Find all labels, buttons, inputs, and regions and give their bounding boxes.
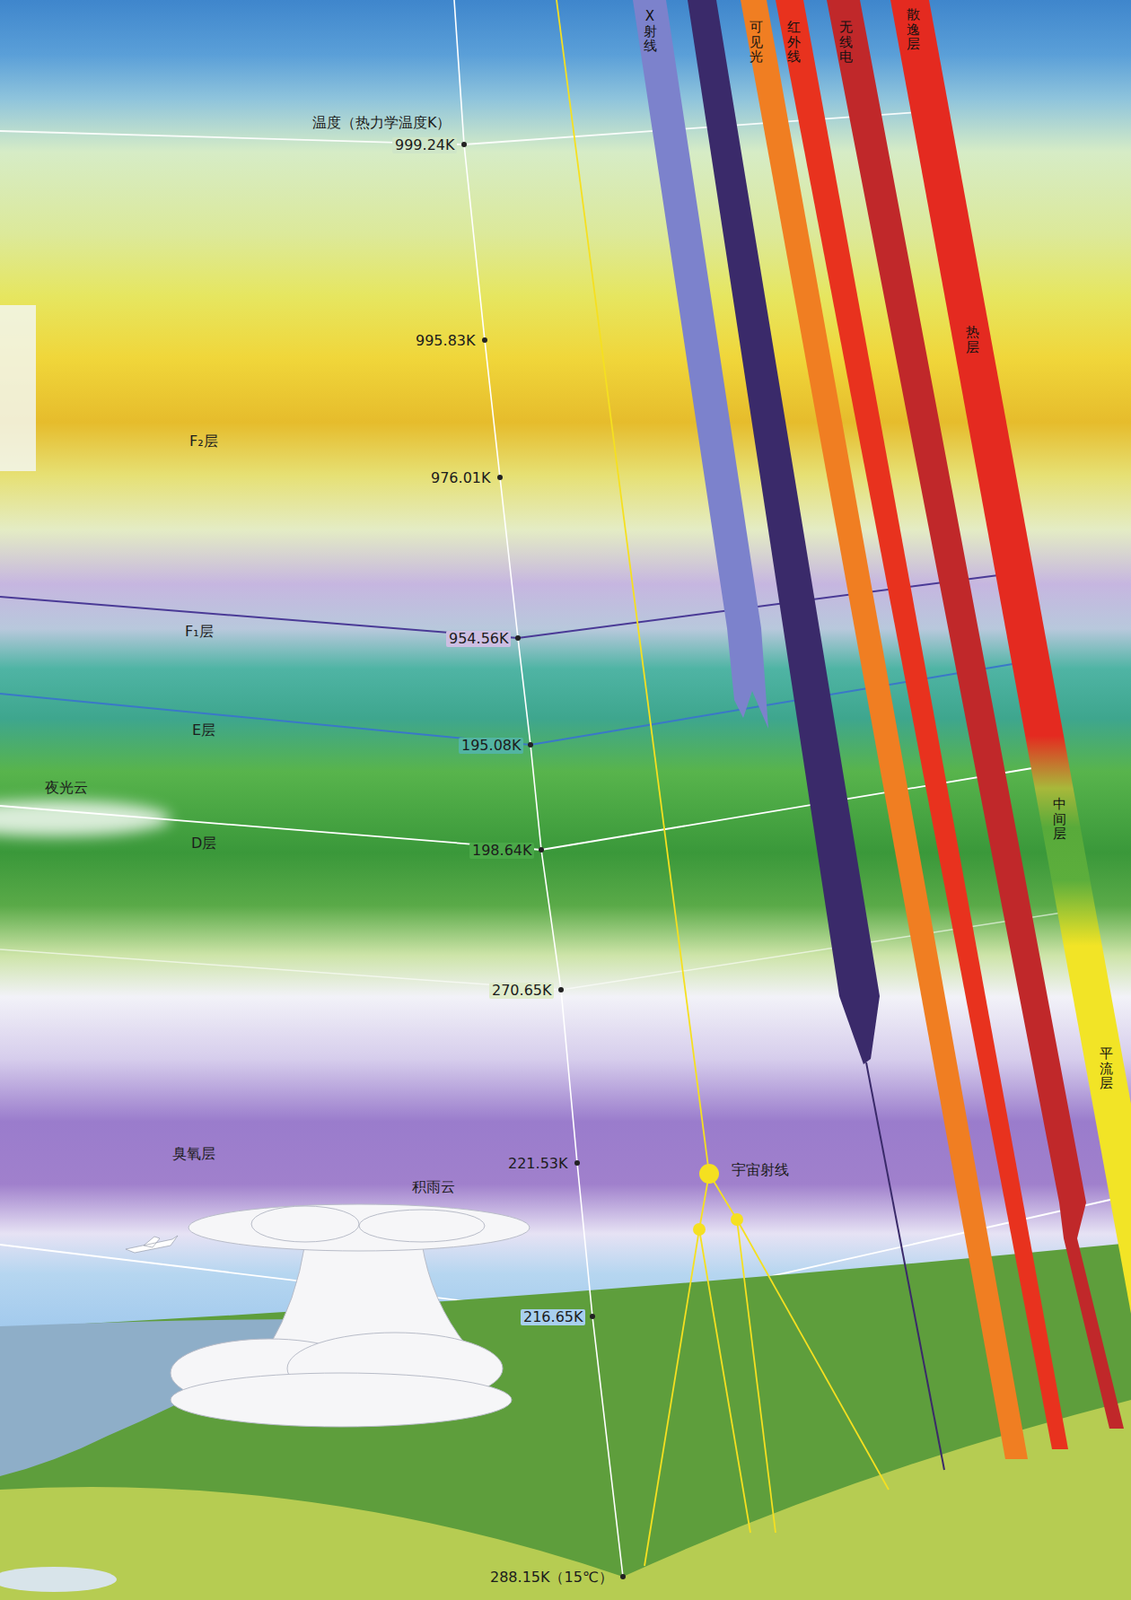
cloud-column (269, 1243, 467, 1347)
cosmic-ray-burst (692, 1223, 706, 1237)
temperature-value: 288.15K（15℃） (487, 1569, 616, 1587)
temperature-value: 270.65K (489, 982, 554, 1000)
lake (0, 1567, 117, 1593)
spectrum-band: X射线 (637, 3, 665, 67)
band-label: 散逸层 (906, 7, 921, 53)
axis-dot (527, 742, 534, 748)
label-slot: F₁层 (182, 622, 217, 641)
axis-dots (461, 141, 626, 1580)
cosmic-ray (699, 1229, 751, 1534)
temperature-value: 198.64K (469, 842, 535, 860)
label-slot: 臭氧层 (169, 1145, 219, 1163)
cloud-puff (359, 1209, 485, 1243)
text-slot: 无线电 (839, 19, 853, 65)
axis-dot (497, 474, 503, 481)
label-slot: 954.56K (446, 630, 511, 648)
label-slot: D层 (188, 834, 220, 852)
band-label: 无线电 (839, 19, 853, 65)
text-slot: 可见光 (749, 19, 763, 65)
text-slot: 热层 (965, 324, 980, 355)
label-slot: 288.15K（15℃） (487, 1569, 616, 1587)
airplane (125, 1236, 178, 1254)
cosmic-ray-lines (556, 0, 889, 1567)
band-label: 红外线 (787, 19, 801, 65)
ground-light (0, 1400, 1131, 1600)
cloud-name: 夜光云 (42, 780, 91, 797)
radio-band (826, 0, 1124, 1430)
label-slot: 198.64K (469, 841, 535, 860)
axis-dot (515, 635, 521, 641)
axis-dot (461, 141, 467, 148)
axis-dot (558, 987, 564, 993)
band-label: 中间层 (1052, 797, 1067, 842)
label-slot: 221.53K (505, 1155, 570, 1173)
band-label: X射线 (643, 8, 658, 54)
temperature-value: 195.08K (458, 737, 524, 754)
band-label: 热层 (965, 324, 980, 355)
cloud-puff (251, 1206, 360, 1243)
label-slot: 976.01K (428, 469, 493, 487)
text-slot: X射线 (643, 8, 658, 54)
cosmic-ray (736, 1219, 889, 1491)
cosmic-ray-burst (699, 1164, 719, 1184)
axis-dot (620, 1574, 626, 1580)
spectrum-band: 红外线 (780, 14, 808, 78)
temperature-axis (454, 0, 623, 1578)
ionosphere-layer: E层 (189, 722, 219, 739)
axis-dot (589, 1314, 596, 1320)
band-label: 平流层 (1099, 1046, 1114, 1092)
label-slot: 宇宙射线 (728, 1161, 792, 1179)
axis-dot (574, 1160, 580, 1167)
cosmic-ray-burst (730, 1213, 744, 1227)
cosmic-ray (644, 1229, 700, 1567)
label-slot: F₂层 (186, 432, 221, 450)
text-slot: 中间层 (1052, 797, 1067, 842)
axis-dot (482, 337, 488, 343)
light-patch (0, 305, 36, 472)
label-slot: 195.08K (458, 736, 524, 754)
band-label: 可见光 (749, 19, 763, 65)
spectrum-band: 无线电 (832, 14, 860, 78)
temperature-value: 221.53K (505, 1156, 570, 1173)
cosmic-ray (556, 0, 710, 1175)
temperature-value: 995.83K (412, 333, 478, 350)
temperature-value: 999.24K (392, 137, 457, 154)
cumulonimbus-cloud (170, 1204, 530, 1428)
label-slot: 积雨云 (409, 1178, 458, 1196)
label-slot: 999.24K (392, 136, 457, 154)
layer-line (0, 911, 1069, 991)
cosmic-ray-label: 宇宙射线 (728, 1162, 792, 1179)
label-slot: 温度（热力学温度K） (309, 113, 455, 132)
layer-line (0, 768, 1033, 851)
text-slot: 红外线 (787, 19, 801, 65)
temperature-value: 216.65K (520, 1309, 586, 1326)
cloud-anvil (188, 1204, 530, 1252)
label-slot: 夜光云 (42, 779, 91, 797)
ground (0, 1243, 1131, 1600)
text-slot: 散逸层 (906, 7, 921, 53)
label-slot: E层 (189, 721, 219, 739)
axis-title: 温度（热力学温度K） (309, 114, 455, 132)
label-slot: 995.83K (412, 332, 478, 350)
label-slot: 270.65K (489, 981, 554, 1000)
cosmic-ray (736, 1219, 776, 1534)
label-slot: 216.65K (520, 1308, 586, 1326)
ionosphere-layer: F₁层 (182, 623, 217, 641)
spectrum-band: 可见光 (743, 14, 771, 78)
text-slot: 平流层 (1099, 1046, 1114, 1092)
temperature-value: 954.56K (446, 631, 511, 648)
layer-name: 臭氧层 (169, 1146, 219, 1163)
spectrum-band: 散逸层热层中间层平流层 (888, 1, 1124, 1115)
temperature-value: 976.01K (428, 470, 493, 487)
cloud-name: 积雨云 (409, 1179, 458, 1196)
ionosphere-layer: F₂层 (186, 433, 221, 450)
ionosphere-layer: D层 (188, 835, 220, 852)
cloud-puff (170, 1373, 512, 1428)
atmosphere-layer-band (890, 0, 1131, 1315)
axis-dot (538, 847, 544, 853)
ultraviolet-trace (866, 1062, 945, 1471)
